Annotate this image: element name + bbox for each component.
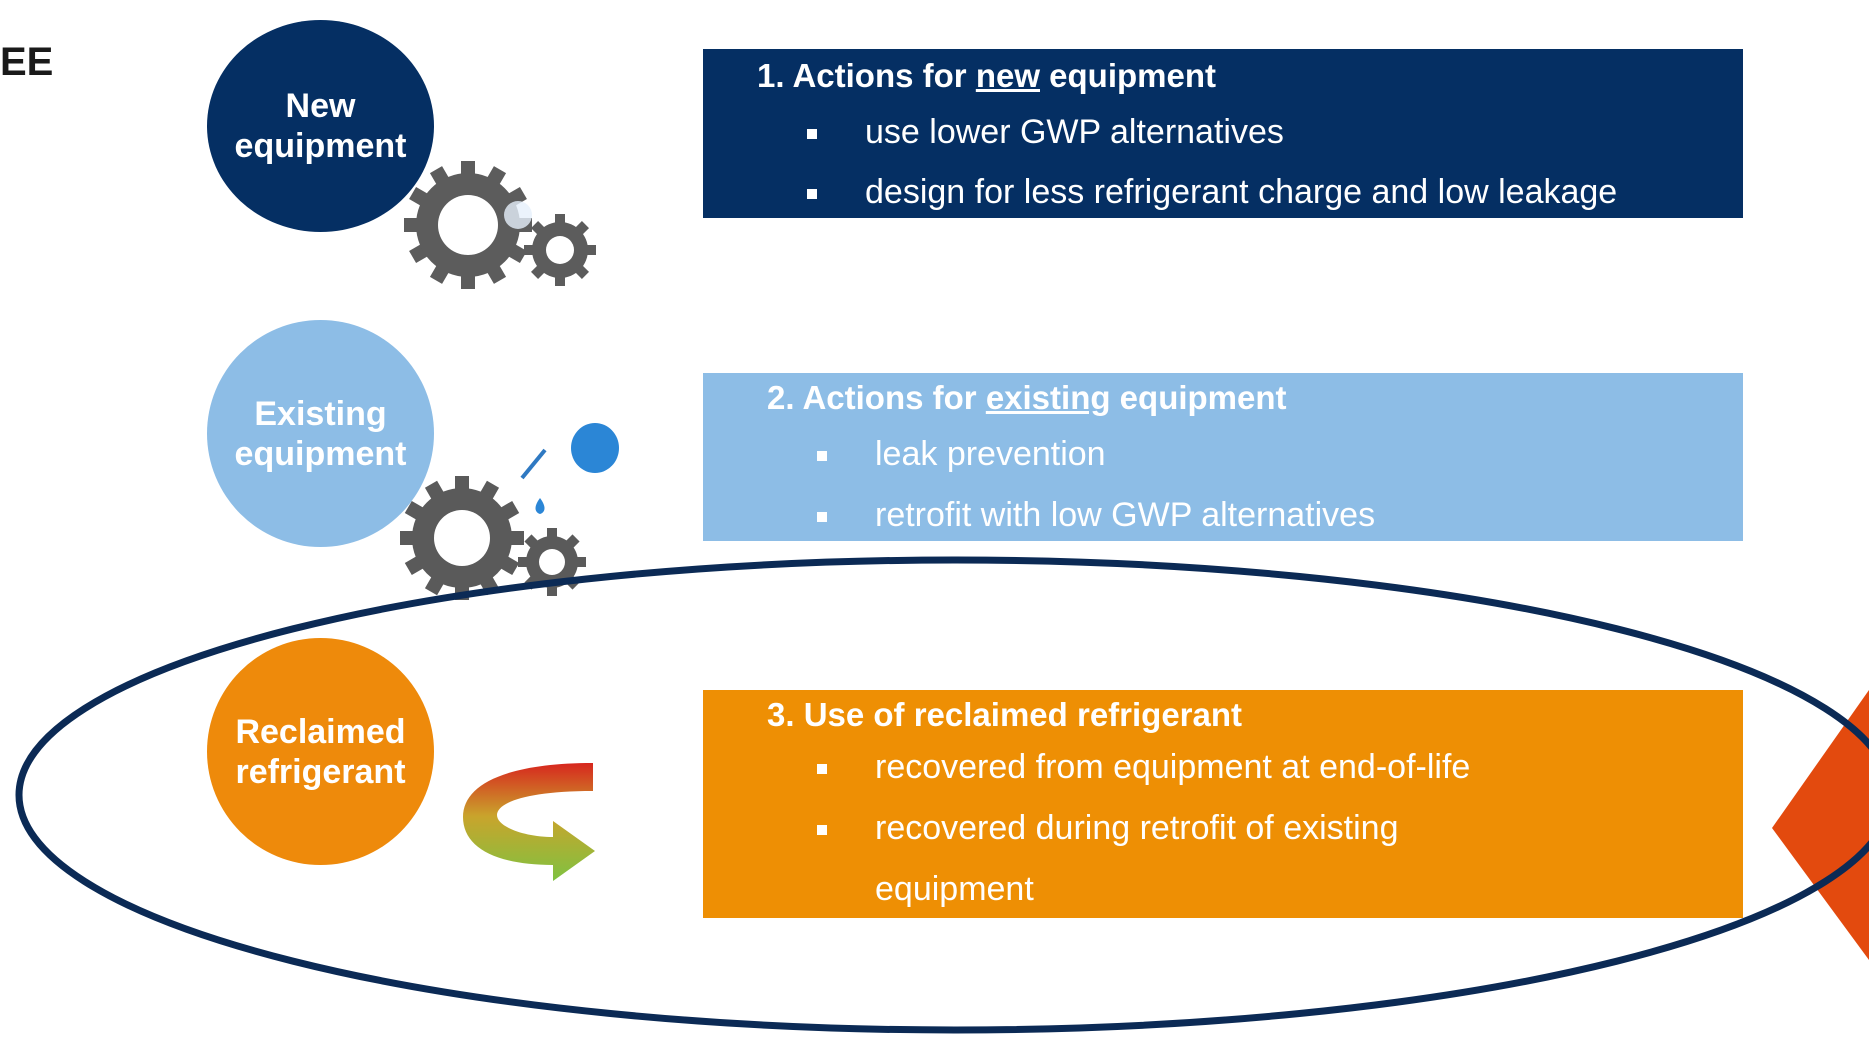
existing-equipment-label-line2: equipment (234, 434, 407, 473)
gears-with-droplet-icon (400, 423, 619, 600)
curved-arrow-icon (463, 763, 595, 881)
new-equipment-heading: 1. Actions for new equipment (757, 57, 1217, 94)
accent-diamond-shape (1772, 690, 1869, 960)
new-equipment-circle: New equipment (207, 20, 434, 232)
new-equipment-label-line1: New (285, 87, 356, 125)
reclaimed-refrigerant-label-line1: Reclaimed (235, 712, 406, 751)
existing-equipment-label-line1: Existing (254, 394, 387, 433)
corner-text: EE (0, 40, 54, 84)
existing-equipment-panel: 2. Actions for existing equipment leak p… (703, 373, 1743, 541)
reclaimed-refrigerant-panel: 3. Use of reclaimed refrigerant recovere… (703, 690, 1743, 918)
reclaimed-refrigerant-circle: Reclaimed refrigerant (207, 638, 434, 865)
gears-icon (404, 161, 596, 289)
new-equipment-label-line2: equipment (234, 127, 407, 165)
highlight-ellipse (15, 556, 1869, 1034)
reclaimed-refrigerant-label-line2: refrigerant (235, 752, 406, 791)
reclaimed-refrigerant-heading: 3. Use of reclaimed refrigerant (767, 696, 1243, 733)
existing-equipment-circle: Existing equipment (207, 320, 434, 547)
existing-equipment-heading: 2. Actions for existing equipment (767, 379, 1287, 416)
new-equipment-panel: 1. Actions for new equipment use lower G… (703, 49, 1743, 218)
